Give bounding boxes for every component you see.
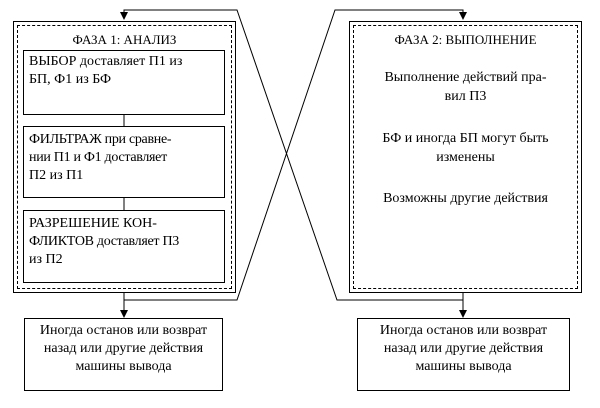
step-conflict-resolution: РАЗРЕШЕНИЕ КОН- ФЛИКТОВ доставляет П3 из… bbox=[23, 210, 225, 283]
action-execute-line2: вил П3 bbox=[444, 89, 487, 104]
outcome-left-line1: Иногда останов или возврат bbox=[39, 323, 208, 338]
action-other: Возможны другие действия bbox=[353, 189, 578, 208]
step-filtering-line3: П2 из П1 bbox=[29, 168, 84, 183]
outcome-box-right: Иногда останов или возврат назад или дру… bbox=[357, 318, 570, 391]
step-conflict-line2: ФЛИКТОВ доставляет П3 bbox=[29, 234, 179, 249]
action-modify-line2: изменены bbox=[436, 150, 495, 165]
outcome-box-left: Иногда останов или возврат назад или дру… bbox=[24, 318, 223, 391]
step-selection-line1: ВЫБОР доставляет П1 из bbox=[29, 54, 183, 69]
phase2-panel-inner bbox=[353, 25, 578, 289]
outcome-left-line3: машины вывода bbox=[75, 359, 172, 374]
action-execute-rules: Выполнение действий пра- вил П3 bbox=[353, 68, 578, 106]
phase2-to-phase1-line bbox=[120, 9, 464, 301]
step-filtering-line1: ФИЛЬТРАЖ при сравне- bbox=[29, 132, 172, 147]
phase1-to-phase2-line bbox=[123, 9, 467, 301]
step-conflict-line1: РАЗРЕШЕНИЕ КОН- bbox=[29, 216, 157, 231]
action-modify-bases: БФ и иногда БП могут быть изменены bbox=[353, 129, 578, 167]
action-execute-line1: Выполнение действий пра- bbox=[384, 70, 547, 85]
outcome-right-line1: Иногда останов или возврат bbox=[379, 323, 548, 338]
outcome-left-line2: назад или другие действия bbox=[43, 341, 204, 356]
step-conflict-line3: из П2 bbox=[29, 252, 63, 267]
outcome-right-line3: машины вывода bbox=[415, 359, 512, 374]
step-filtering-line2: нии П1 и Ф1 доставляет bbox=[29, 150, 167, 165]
step-selection: ВЫБОР доставляет П1 из БП, Ф1 из БФ bbox=[23, 50, 225, 115]
step-filtering: ФИЛЬТРАЖ при сравне- нии П1 и Ф1 доставл… bbox=[23, 126, 225, 198]
outcome-right-line2: назад или другие действия bbox=[383, 341, 544, 356]
phase1-title: ФАЗА 1: АНАЛИЗ bbox=[72, 32, 177, 47]
action-modify-line1: БФ и иногда БП могут быть bbox=[382, 131, 549, 146]
phase2-panel bbox=[349, 21, 582, 293]
phase1-panel bbox=[13, 21, 236, 293]
step-selection-line2: БП, Ф1 из БФ bbox=[29, 72, 112, 87]
phase2-title: ФАЗА 2: ВЫПОЛНЕНИЕ bbox=[394, 32, 537, 47]
action-other-line1: Возможны другие действия bbox=[383, 191, 548, 206]
phase1-panel-inner bbox=[17, 25, 232, 289]
